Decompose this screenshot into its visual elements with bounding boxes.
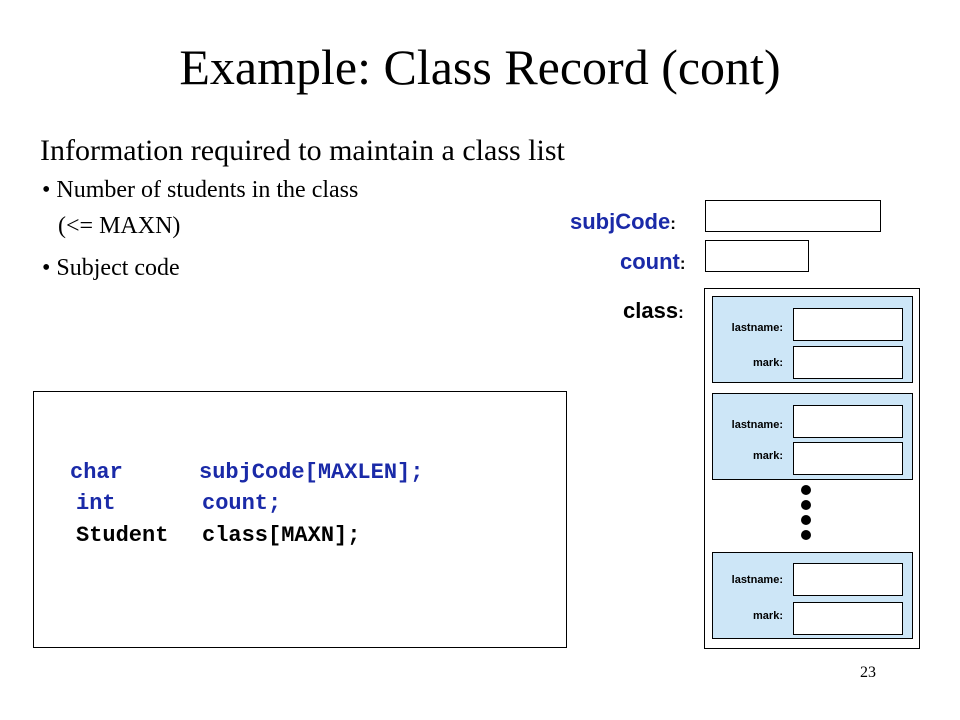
count-label-text: count — [620, 249, 680, 274]
subjcode-colon: : — [670, 214, 676, 233]
code-line-3: Student class[MAXN]; — [76, 523, 360, 548]
code-decl-count: count; — [202, 491, 282, 516]
lastname-label: lastname: — [731, 322, 783, 334]
lastname-field — [793, 308, 903, 341]
mark-field — [793, 602, 903, 635]
bullet-student-count: • Number of students in the class — [42, 177, 359, 203]
ellipsis-dot — [801, 515, 811, 525]
code-type-char: char — [70, 460, 123, 485]
mark-field — [793, 346, 903, 379]
mark-label: mark: — [753, 610, 783, 622]
class-array-box — [704, 288, 920, 649]
count-box — [705, 240, 809, 272]
subjcode-box — [705, 200, 881, 232]
slide-subtitle: Information required to maintain a class… — [40, 134, 565, 167]
lastname-label: lastname: — [731, 419, 783, 431]
count-colon: : — [679, 254, 686, 273]
code-line-1: char subjCode[MAXLEN]; — [70, 460, 423, 485]
mark-field — [793, 442, 903, 475]
lastname-field — [793, 563, 903, 596]
subjcode-label: subjCode: — [570, 209, 676, 235]
class-label: class: — [623, 298, 684, 324]
slide-title: Example: Class Record (cont) — [179, 39, 781, 95]
class-colon: : — [678, 303, 684, 322]
lastname-label: lastname: — [731, 574, 783, 586]
mark-label: mark: — [753, 357, 783, 369]
page-number: 23 — [860, 664, 876, 681]
code-box: char subjCode[MAXLEN]; int count; Student c… — [33, 391, 567, 648]
code-type-student: Student — [76, 523, 169, 548]
mark-label: mark: — [753, 450, 783, 462]
lastname-field — [793, 405, 903, 438]
student-record-2: lastname: mark: — [712, 393, 913, 480]
ellipsis-dot — [801, 500, 811, 510]
bullet-student-count-cont: (<= MAXN) — [58, 213, 181, 239]
bullet-subject-code: • Subject code — [42, 255, 180, 281]
student-record-last: lastname: mark: — [712, 552, 913, 639]
class-label-text: class — [623, 298, 679, 323]
count-label: count: — [620, 249, 686, 275]
code-decl-class: class[MAXN]; — [202, 523, 361, 548]
student-record-1: lastname: mark: — [712, 296, 913, 383]
ellipsis-dot — [801, 485, 811, 495]
subjcode-label-text: subjCode — [570, 209, 671, 234]
ellipsis-dot — [801, 530, 811, 540]
code-decl-subjcode: subjCode[MAXLEN]; — [199, 460, 424, 485]
code-line-2: int count; — [76, 491, 281, 516]
code-type-int: int — [76, 491, 116, 516]
